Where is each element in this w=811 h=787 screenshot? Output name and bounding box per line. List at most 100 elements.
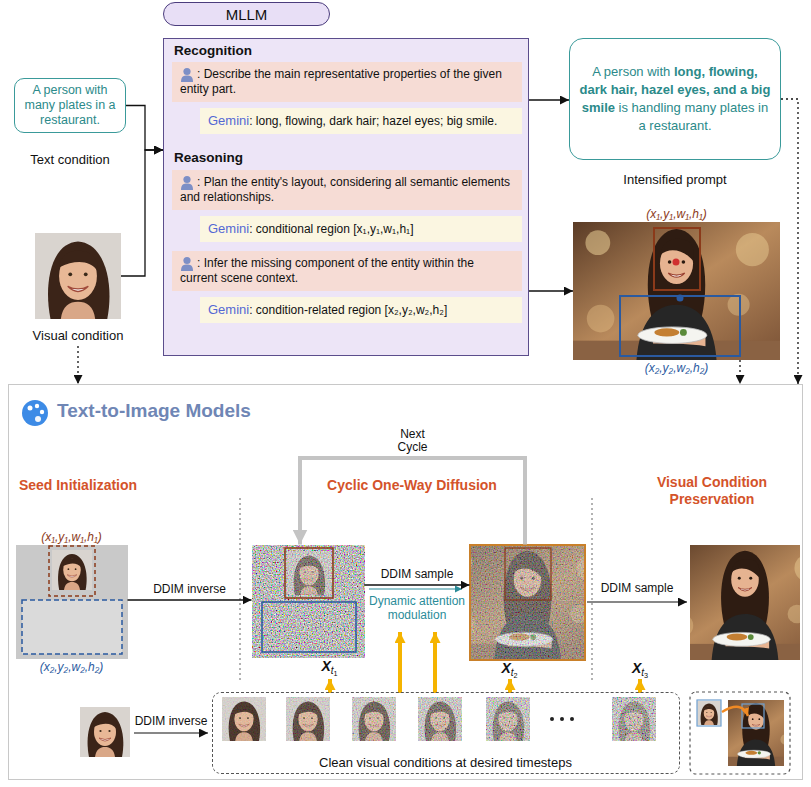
word: in: [758, 100, 768, 115]
caption: Visual condition: [33, 328, 124, 343]
subscript: t1: [331, 665, 338, 676]
section-title: Visual Condition Preservation: [626, 474, 798, 508]
noisy-image-art: [285, 548, 333, 598]
user-icon: [180, 67, 194, 82]
word: is: [619, 100, 632, 115]
word: a: [639, 118, 650, 133]
prompt-text: A person with long, flowing, dark hair, …: [578, 63, 772, 135]
word: long,: [674, 64, 709, 79]
palette-icon: [22, 400, 48, 426]
word: and: [713, 82, 740, 97]
user-icon: [180, 175, 194, 190]
timestep-thumbnails: [286, 697, 330, 741]
timestep-thumbnails: [286, 697, 330, 741]
edge-label: DDIM inverse: [151, 582, 228, 596]
timestep-thumbnails: [222, 697, 656, 741]
layout-image-art: [654, 228, 700, 290]
user-icon: [183, 257, 190, 264]
connector: [128, 599, 252, 600]
word: restaurant.: [649, 118, 711, 133]
timestep-thumbnails: [612, 697, 656, 741]
prompt-text: : Describe the main representative prope…: [180, 67, 514, 97]
word: plates: [720, 100, 758, 115]
timestep-thumbnails: [612, 697, 656, 741]
panel-title: Text-to-Image Models: [57, 400, 251, 422]
palette-icon: [35, 404, 39, 408]
model-pill: MLLM: [163, 2, 330, 26]
word: person: [604, 64, 647, 79]
preservation-inset: [697, 701, 721, 725]
user-icon: [181, 76, 193, 83]
layout-image-art: [573, 222, 780, 360]
preservation-inset: [742, 704, 764, 728]
sample-arrow: [587, 601, 687, 602]
reply-text: : conditional region [x₁,y₁,w₁,h₁]: [249, 222, 413, 236]
bbox-label: (x₂,y₂,w₂,h₂): [553, 361, 800, 375]
word: flowing,: [709, 64, 758, 79]
word: with: [647, 64, 674, 79]
palette-icon: [22, 400, 48, 426]
seed-image: (x₁,y₁,w₁,h₁)(x₂,y₂,w₂,h₂): [16, 545, 128, 659]
word: A: [592, 64, 604, 79]
connector: [739, 360, 740, 384]
connector: [121, 150, 163, 276]
subscript: t: [511, 667, 514, 678]
word: hazel: [641, 82, 677, 97]
user-prompt: : Infer the missing component of the ent…: [172, 251, 522, 291]
model-logo: Gemini: [208, 113, 249, 128]
prompt-text: : Plan the entity's layout, considering …: [180, 175, 514, 205]
user-prompt: : Describe the main representative prope…: [172, 62, 522, 102]
word: a: [740, 82, 751, 97]
symbol: X: [501, 660, 510, 676]
clean-conditions-strip: Clean visual conditions at desired times…: [212, 692, 680, 774]
prompt-text: : Infer the missing component of the ent…: [180, 256, 514, 286]
timestep-thumbnails: [222, 697, 266, 741]
seed-image-art: [16, 545, 128, 659]
seed-image-art: [16, 545, 128, 659]
word: big: [751, 82, 771, 97]
injection-arrows: [398, 632, 402, 693]
subscript: 3: [644, 671, 648, 680]
gemini-reply: Gemini: conditional region [x₁,y₁,w₁,h₁]: [200, 216, 522, 242]
layout-image-art: [673, 259, 680, 266]
seed-image-art: [22, 600, 122, 654]
visual-condition-image: Visual condition: [35, 232, 121, 320]
seed-image-art: [52, 550, 92, 590]
edge-label: Next Cycle: [391, 428, 435, 454]
user-icon: [183, 176, 190, 183]
connector: [781, 99, 798, 384]
model-logo: Gemini: [208, 221, 249, 236]
subscript: t: [331, 665, 334, 676]
noisy-image-art: [252, 545, 365, 658]
user-icon: [181, 265, 193, 272]
seed-image-art: [49, 546, 95, 596]
mllm-panel: : Describe the main representative prope…: [163, 38, 529, 356]
reply-text: : long, flowing, dark hair; hazel eyes; …: [249, 114, 497, 128]
preservation-inset: [722, 707, 748, 716]
noisy-image-art: [505, 548, 551, 600]
timestep-thumbnails: [222, 697, 266, 741]
connector: [529, 99, 569, 100]
injection-arrows: [330, 632, 640, 693]
intensified-prompt-box: A person with long, flowing, dark hair, …: [569, 38, 781, 160]
user-icon: [180, 256, 194, 271]
timestep-thumbnails: [418, 697, 462, 741]
layout-image: (x₁,y₁,w₁,h₁)(x₂,y₂,w₂,h₂): [573, 222, 780, 360]
noisy-image-art: [470, 545, 585, 660]
gemini-reply: Gemini: condition-related region [x₂,y₂,…: [200, 297, 522, 323]
text-condition-box: A person with many plates in a restauran…: [14, 78, 126, 133]
symbol: X: [321, 658, 330, 674]
connector: [126, 106, 163, 151]
section-title: Cyclic One-Way Diffusion: [327, 477, 497, 493]
inverse-arrow: [134, 732, 208, 733]
section-divider: [592, 498, 593, 682]
subscript: t: [641, 667, 644, 678]
bbox-label: (x₁,y₁,w₁,h₁): [553, 207, 800, 221]
symbol: X: [632, 660, 641, 676]
word: smile: [582, 100, 619, 115]
user-prompt: : Plan the entity's layout, considering …: [172, 170, 522, 210]
palette-icon: [35, 416, 41, 422]
caption: Intensified prompt: [623, 171, 726, 189]
section-title: Seed Initialization: [19, 477, 137, 493]
